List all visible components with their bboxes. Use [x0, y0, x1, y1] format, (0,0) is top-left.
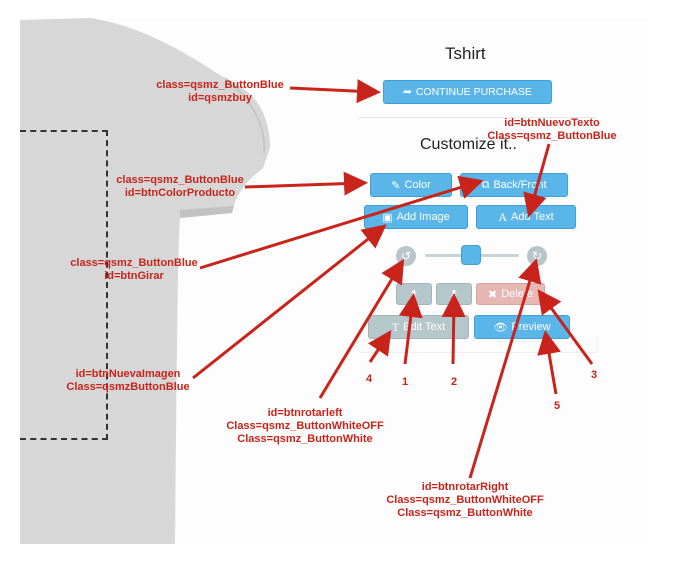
panel-bottom-border	[358, 338, 598, 353]
share-icon: ➦	[403, 86, 412, 98]
annotation-number-4: 4	[365, 373, 373, 385]
text-icon: A	[498, 209, 508, 224]
customize-title: Customize it..	[420, 136, 517, 153]
annotation-nuevo-texto: id=btnNuevoTexto Class=qsmz_ButtonBlue	[487, 117, 617, 142]
annotation-rotar-right: id=btnrotarRight Class=qsmz_ButtonWhiteO…	[386, 481, 544, 519]
annotation-color: class=qsmz_ButtonBlue id=btnColorProduct…	[116, 174, 244, 199]
panel-divider	[358, 117, 596, 118]
annotation-number-1: 1	[401, 376, 409, 388]
annotation-number-3: 3	[590, 369, 598, 381]
annotation-girar: class=qsmz_ButtonBlue id=btnGirar	[70, 257, 198, 282]
print-area-outline	[20, 130, 108, 440]
rotate-right-icon: ↻	[531, 249, 543, 263]
annotation-number-2: 2	[450, 376, 458, 388]
brush-icon: ✎	[391, 179, 401, 192]
annotation-rotar-left: id=btnrotarleft Class=qsmz_ButtonWhiteOF…	[226, 407, 384, 445]
rotation-slider-thumb[interactable]	[461, 245, 481, 265]
image-icon: ▣	[382, 211, 393, 224]
close-icon: ✖	[487, 288, 498, 301]
rotate-left-icon: ↺	[400, 249, 412, 263]
external-link-icon: ⧉	[481, 178, 490, 191]
annotation-buy: class=qsmz_ButtonBlue id=qsmzbuy	[156, 79, 284, 104]
eye-icon: 👁	[493, 321, 508, 334]
tshirt-image	[20, 18, 270, 544]
annotation-number-5: 5	[553, 400, 561, 412]
product-title: Tshirt	[445, 44, 486, 63]
continue-purchase-button[interactable]: ➦ CONTINUE PURCHASE	[383, 80, 552, 104]
text-icon: T	[391, 319, 400, 334]
annotation-nueva-imagen: id=btnNuevaImagen Class=qsmzButtonBlue	[66, 368, 190, 393]
